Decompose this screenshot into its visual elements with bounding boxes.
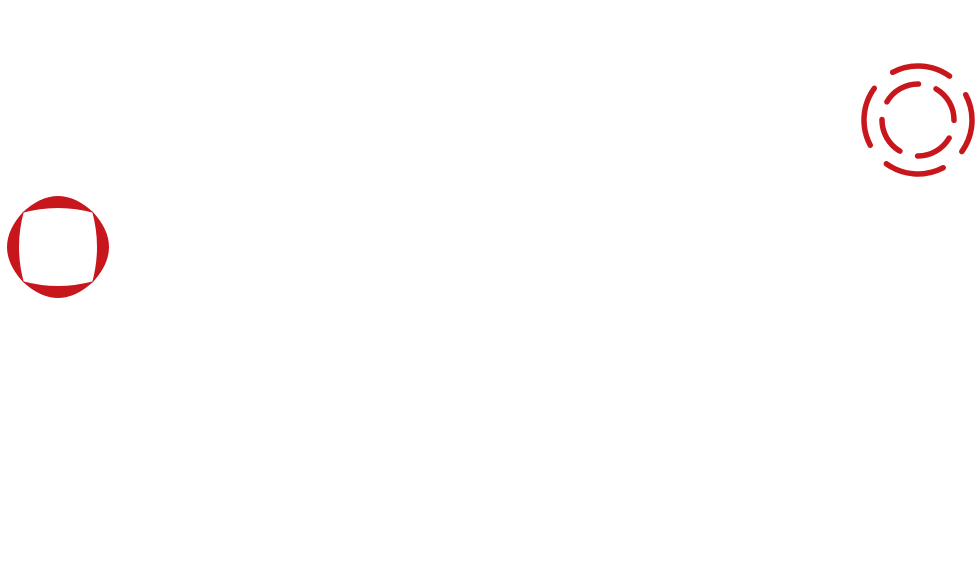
dashed-double-ring-icon [861,63,975,177]
four-petal-ring-icon [7,196,109,298]
